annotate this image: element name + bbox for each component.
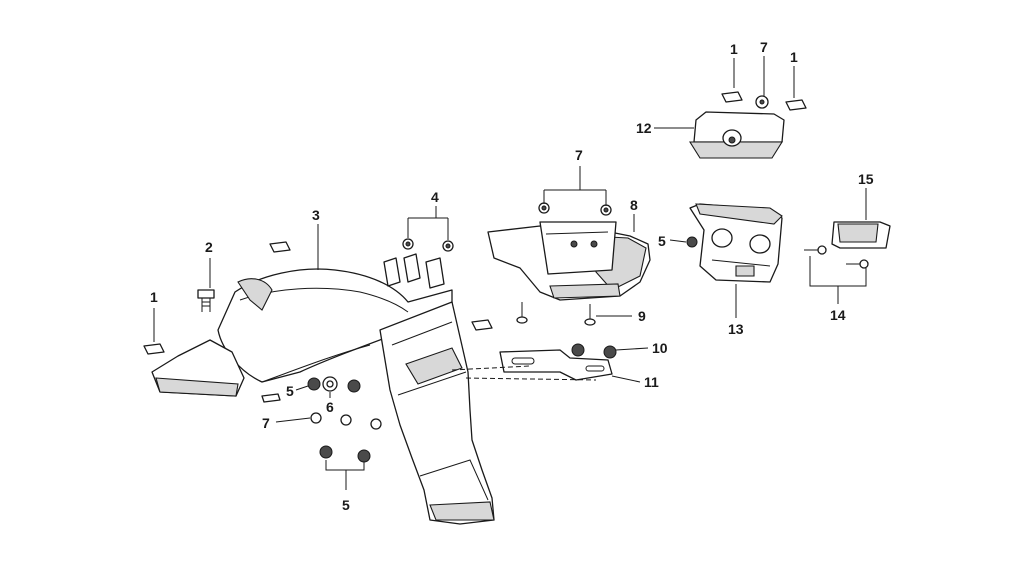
bracket-part-13 [689, 203, 783, 283]
tail-light-housing-part-8 [487, 221, 651, 301]
callout-7-top: 7 [760, 39, 768, 55]
callout-9: 9 [638, 308, 646, 324]
plate-holder-part-11 [499, 349, 613, 381]
callout-1-top-right: 1 [790, 49, 798, 65]
callout-5-bracket: 5 [658, 233, 666, 249]
callout-6: 6 [326, 399, 334, 415]
callout-11: 11 [644, 374, 659, 390]
license-plate-light-part-12 [689, 111, 785, 159]
callout-10: 10 [652, 340, 668, 356]
callout-1-top-left: 1 [730, 41, 738, 57]
rear-fender-part-3 [217, 253, 453, 383]
callout-5-fender: 5 [286, 383, 294, 399]
callout-labels: 1 2 3 4 7 8 5 9 10 11 12 1 7 1 13 15 14 … [150, 39, 874, 513]
fender-tail-piece [151, 339, 245, 397]
reflector-part-15 [831, 221, 891, 249]
callout-7-tail: 7 [575, 147, 583, 163]
callout-13: 13 [728, 321, 744, 337]
callout-15: 15 [858, 171, 874, 187]
callout-4: 4 [431, 189, 439, 205]
callout-1-left: 1 [150, 289, 158, 305]
callout-12: 12 [636, 120, 652, 136]
callout-7-lower: 7 [262, 415, 270, 431]
callout-5-bottom: 5 [342, 497, 350, 513]
callout-3: 3 [312, 207, 320, 223]
leader-lines [153, 56, 867, 490]
mudguard-extension [379, 301, 495, 525]
callout-14: 14 [830, 307, 846, 323]
callout-8: 8 [630, 197, 638, 213]
callout-2: 2 [205, 239, 213, 255]
hardware-fasteners [143, 91, 869, 463]
